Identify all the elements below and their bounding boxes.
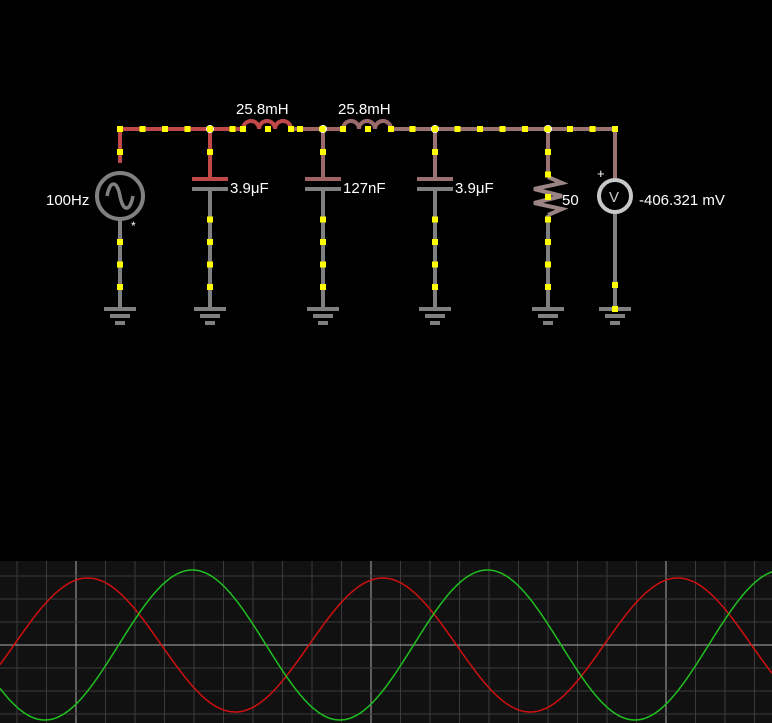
current-dot [388,126,394,132]
circuit-canvas[interactable]: 25.8mH 25.8mH 100Hz * 3.9μF 127nF 3.9μF … [0,0,772,560]
current-dot [432,261,438,268]
current-dot [117,261,123,268]
current-dot [340,126,346,132]
current-dot [545,284,551,290]
current-dot [207,284,213,290]
source-marker: * [131,219,136,233]
current-dot [240,126,246,132]
voltmeter-reading: -406.321 mV [639,192,725,209]
capacitor-3[interactable] [417,177,453,191]
current-dot [207,126,213,132]
current-dot [612,126,618,132]
current-dot [432,239,438,245]
current-dot [432,216,438,223]
current-dot [320,149,326,155]
current-dot [297,126,303,132]
current-dot [207,239,213,245]
sine-wave-icon [105,182,135,210]
oscilloscope[interactable] [0,561,772,723]
voltmeter[interactable]: V [597,178,633,214]
top-wire[interactable] [118,127,617,180]
capacitor-2-label: 127nF [343,180,386,197]
current-dot [288,126,294,132]
inductor-2-label: 25.8mH [338,101,391,118]
current-dots [117,126,618,312]
current-dot [545,171,551,178]
current-dot [365,126,371,132]
capacitor-1[interactable] [192,177,228,191]
current-dot [545,216,551,223]
scope-trace-red [0,577,772,713]
current-dot [117,284,123,290]
capacitor-3-label: 3.9μF [455,180,494,197]
resistor[interactable] [533,175,569,217]
scope-grid [0,561,772,723]
current-dot [320,239,326,245]
current-dot [432,126,438,132]
current-dot [229,126,236,132]
current-dot [320,261,326,268]
current-dot [567,126,573,132]
inductor-2[interactable] [341,119,393,130]
current-dot [544,126,551,132]
current-dot [612,306,618,312]
capacitor-1-label: 3.9μF [230,180,269,197]
current-dot [432,284,438,290]
current-dot [265,126,271,132]
current-dot [454,126,461,132]
current-dot [184,126,191,132]
current-dot [522,126,528,132]
grounds [104,307,631,325]
current-dot [117,149,123,155]
scope-trace-green [0,569,772,721]
current-dot [477,126,483,132]
current-dot [319,126,326,132]
voltmeter-symbol: V [609,189,619,206]
current-dot [545,239,551,245]
ground-wires[interactable] [118,189,617,309]
current-dot [545,149,551,155]
current-dot [139,126,146,132]
current-dot [409,126,416,132]
current-dot [320,284,326,290]
source-frequency-label: 100Hz [46,192,89,209]
ac-voltage-source[interactable] [95,171,145,221]
current-dot [207,149,213,155]
inductor-1-label: 25.8mH [236,101,289,118]
current-dot [207,216,213,223]
current-dot [612,282,618,288]
current-dot [545,261,551,268]
current-dot [320,216,326,223]
current-dot [432,149,438,155]
current-dot [207,261,213,268]
inductor-1[interactable] [241,119,293,130]
resistor-label: 50 [562,192,579,209]
current-dot [117,126,123,132]
current-dot [162,126,168,132]
current-dot [545,194,551,200]
current-dot [589,126,596,132]
current-dot [499,126,506,132]
capacitor-2[interactable] [305,177,341,191]
current-dot [117,239,123,245]
voltmeter-polarity: + [597,166,605,181]
scope-background [0,561,772,723]
